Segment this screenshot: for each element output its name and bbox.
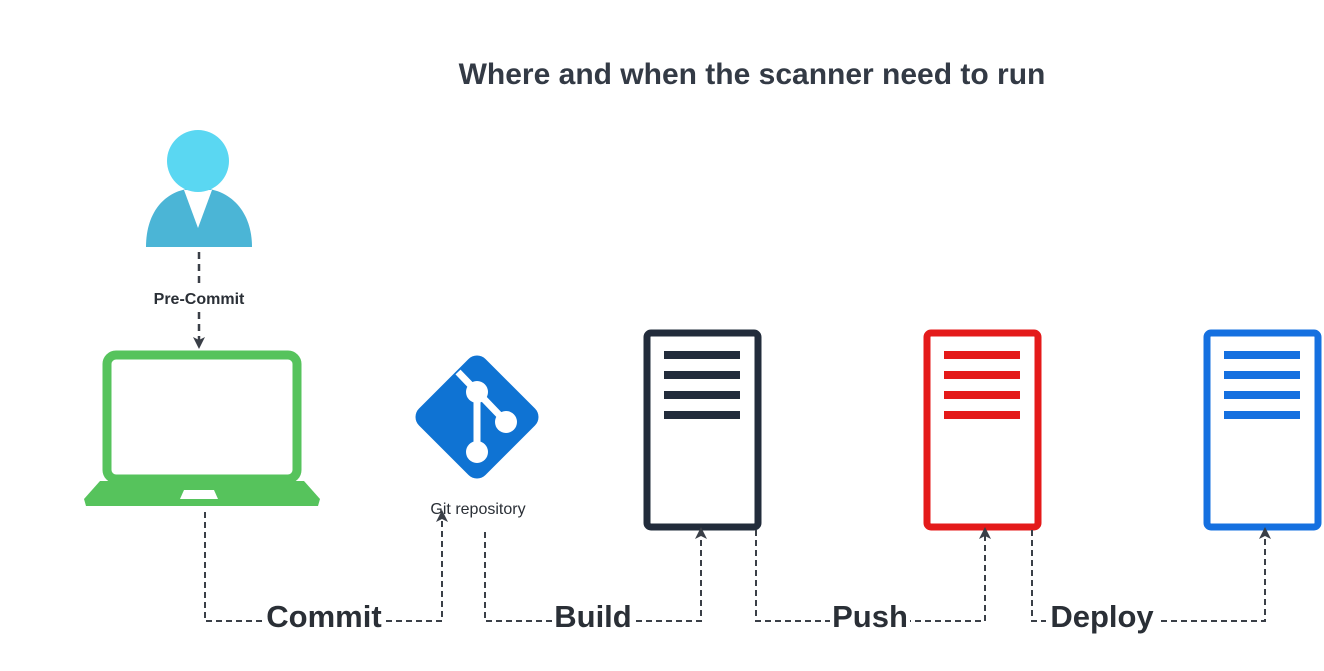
git-icon: [415, 355, 539, 479]
server-icon: [923, 329, 1042, 531]
pre-commit-label: Pre-Commit: [154, 291, 245, 308]
diagram-title: Where and when the scanner need to run: [458, 58, 1046, 91]
build-connector: [484, 527, 707, 622]
user-icon: [146, 130, 252, 247]
build-label: Build: [554, 599, 632, 634]
commit-connector: [204, 510, 448, 622]
server-icon: [643, 329, 762, 531]
commit-label: Commit: [266, 599, 381, 634]
deploy-label: Deploy: [1050, 599, 1154, 634]
laptop-icon: [84, 350, 320, 506]
server-icon: [1203, 329, 1322, 531]
deploy-connector: [1031, 527, 1271, 622]
git-repository-label: Git repository: [430, 501, 525, 518]
push-label: Push: [832, 599, 908, 634]
